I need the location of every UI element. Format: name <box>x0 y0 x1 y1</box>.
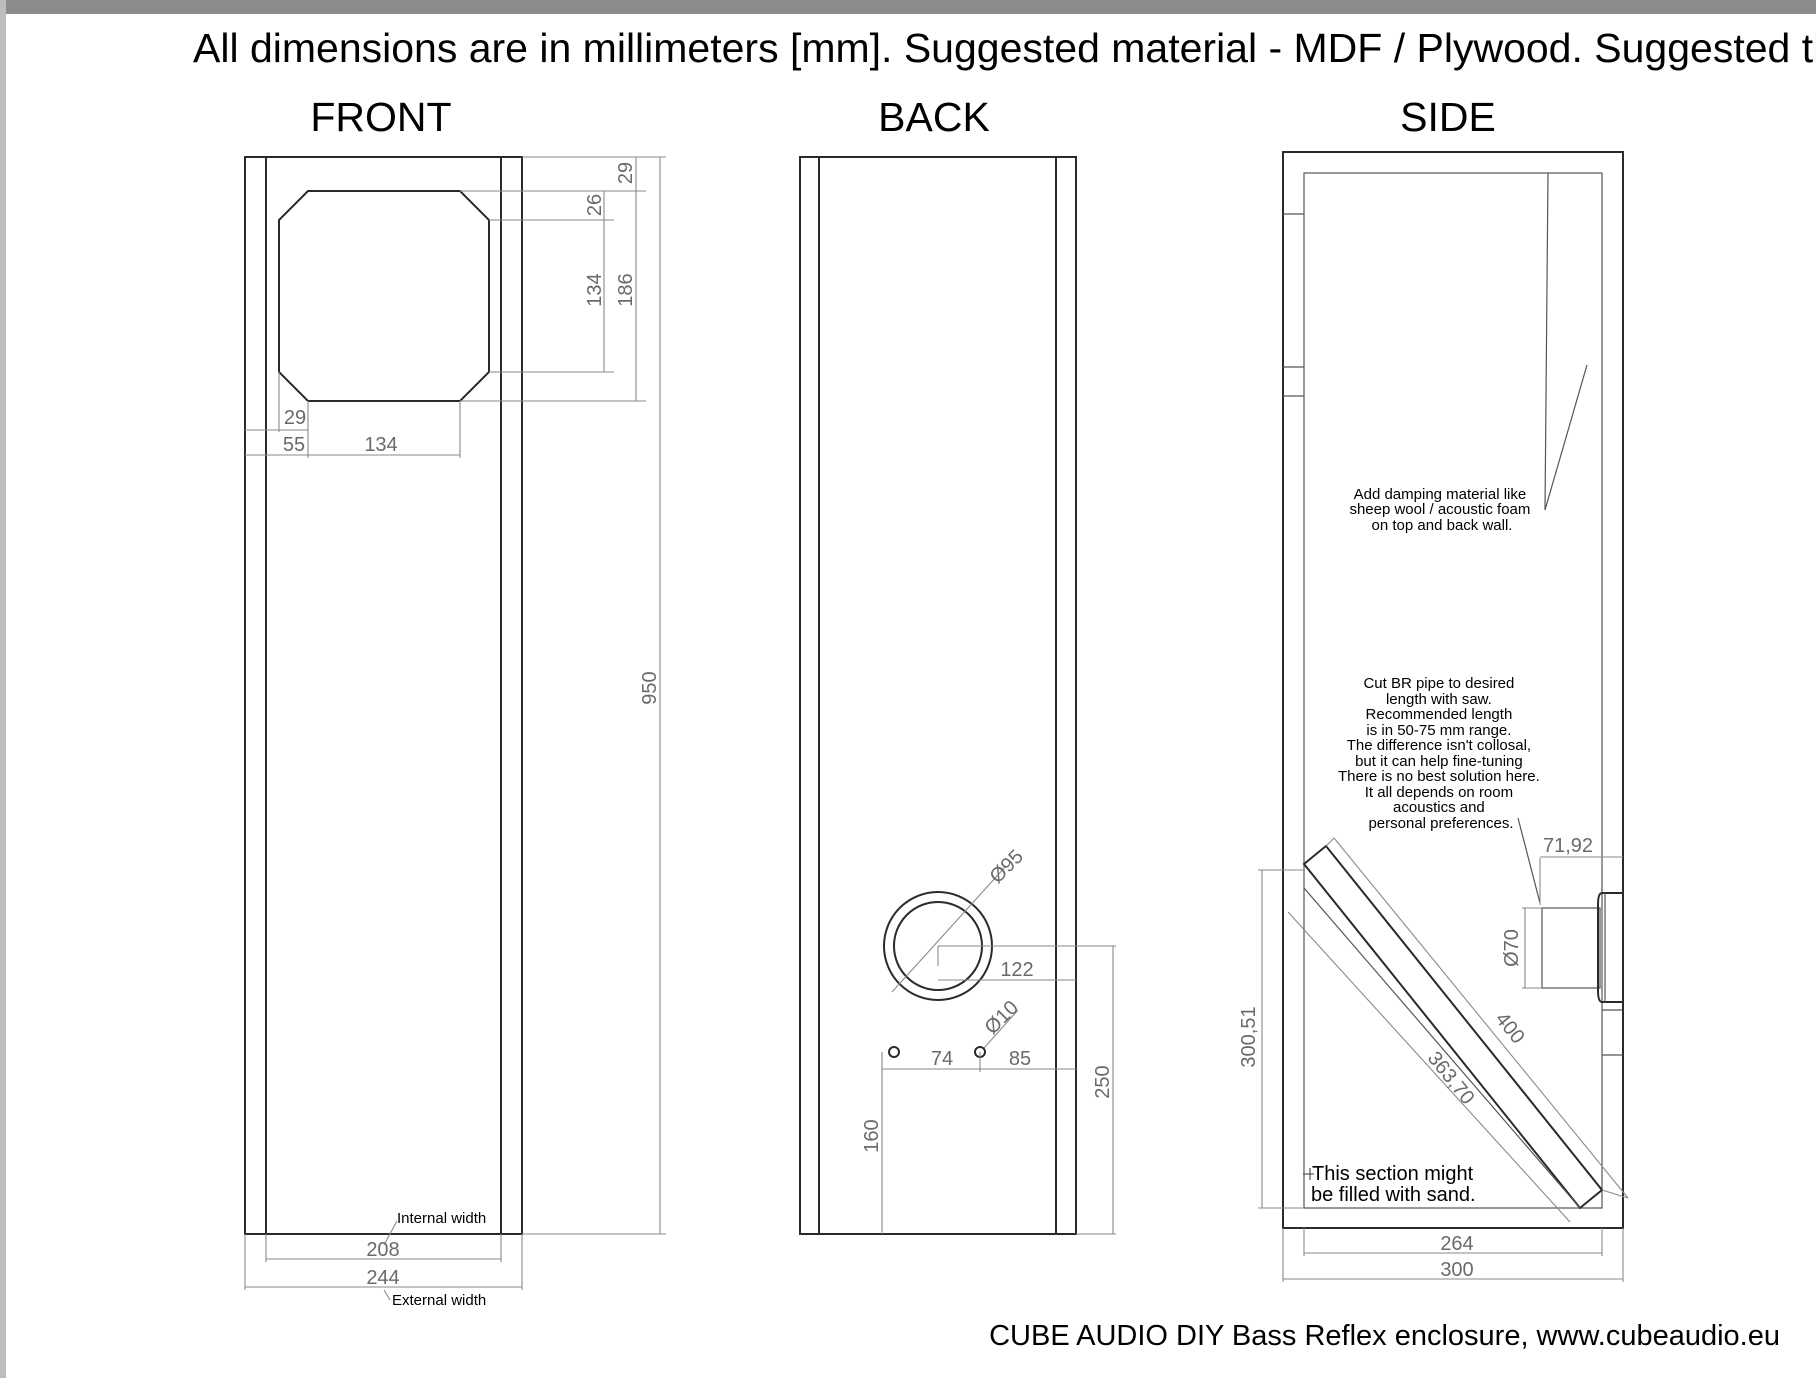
front-view: 29 26 134 186 950 29 55 134 208 244 Inte… <box>244 156 666 1309</box>
top-bar <box>0 0 1816 14</box>
dim-top-offset: 29 <box>615 162 637 184</box>
driver-cutout <box>278 190 490 402</box>
dim-internal-width: 208 <box>366 1239 399 1261</box>
damping-note: Add damping material like sheep wool / a… <box>1349 486 1534 534</box>
dim-front-height: 950 <box>639 671 661 704</box>
dim-brace-inner: 363,70 <box>1423 1048 1479 1109</box>
side-outer-panel <box>1282 151 1624 1229</box>
pipe-note: Cut BR pipe to desired length with saw. … <box>1338 675 1544 832</box>
side-internal-cavity <box>1303 172 1603 1209</box>
dim-port-offset: 122 <box>1000 959 1033 981</box>
dim-cutout-inner: 134 <box>584 273 606 306</box>
dim-chamfer: 26 <box>584 194 606 216</box>
dim-terminal-diameter: Ø10 <box>981 997 1023 1039</box>
front-view-title: FRONT <box>310 94 451 140</box>
dim-external-width: 244 <box>366 1267 399 1289</box>
dim-terminal-height: 160 <box>861 1119 883 1152</box>
dim-pipe-length: 71,92 <box>1543 835 1593 857</box>
dim-cutout-width: 134 <box>364 434 397 456</box>
sand-note: This section might be filled with sand. <box>1311 1163 1479 1206</box>
dim-section-height: 300,51 <box>1238 1006 1260 1067</box>
back-view: Ø95 Ø10 122 74 85 250 160 <box>799 156 1116 1235</box>
dim-port-height: 250 <box>1092 1065 1114 1098</box>
footer-credit: CUBE AUDIO DIY Bass Reflex enclosure, ww… <box>989 1320 1780 1352</box>
angled-brace <box>1302 844 1604 1210</box>
dimensions-header: All dimensions are in millimeters [mm]. … <box>193 25 1816 71</box>
pipe-flange <box>1597 892 1624 1003</box>
side-view-title: SIDE <box>1400 94 1496 140</box>
dim-internal-depth: 264 <box>1440 1233 1473 1255</box>
internal-width-label: Internal width <box>397 1210 486 1227</box>
side-view: Add damping material like sheep wool / a… <box>1238 151 1629 1282</box>
dim-left-offset: 55 <box>283 434 305 456</box>
dim-terminal-offset: 85 <box>1009 1048 1031 1070</box>
back-view-title: BACK <box>878 94 990 140</box>
dim-brace-outer: 400 <box>1491 1008 1529 1048</box>
external-width-label: External width <box>392 1292 486 1309</box>
dim-terminal-spacing: 74 <box>931 1048 953 1070</box>
terminal-hole-left <box>888 1046 900 1058</box>
bass-reflex-pipe <box>1541 907 1601 989</box>
back-outer-panel <box>799 156 1077 1235</box>
dim-left-chamfer: 29 <box>284 407 306 429</box>
front-outer-panel <box>244 156 523 1235</box>
dim-external-depth: 300 <box>1440 1259 1473 1281</box>
dim-cutout-outer: 186 <box>615 273 637 306</box>
left-edge <box>0 0 6 1378</box>
dim-pipe-diameter: Ø70 <box>1501 929 1523 967</box>
